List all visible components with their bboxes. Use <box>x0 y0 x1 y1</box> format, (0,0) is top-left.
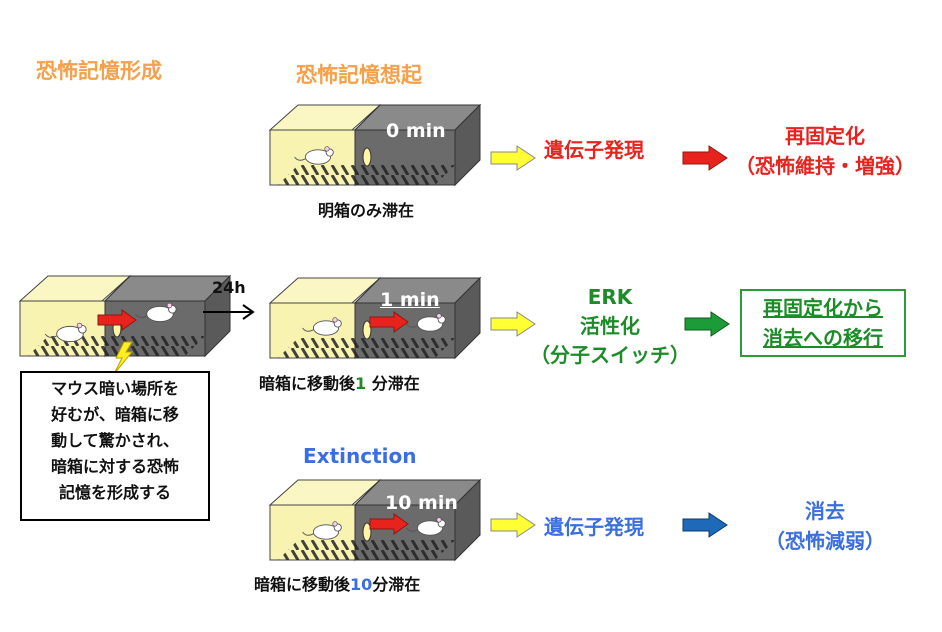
arrow-yellow-row1 <box>490 145 536 171</box>
transition-line-2: 消去への移行 <box>763 326 883 350</box>
shuttle-box-row1 <box>269 104 481 186</box>
activation-label: 活性化 <box>580 314 640 338</box>
note-line-2: 好むが、暗箱に移 <box>51 405 179 424</box>
erk-label: ERK <box>587 285 633 309</box>
formation-heading: 恐怖記憶形成 <box>36 59 162 83</box>
time-label-row2: 1 min <box>380 289 440 311</box>
extinction-label: Extinction <box>303 444 417 468</box>
caption-row3-prefix: 暗箱に移動後 <box>254 575 351 594</box>
fear-maintain-label: （恐怖維持・増強） <box>735 154 915 178</box>
caption-row3: 暗箱に移動後10分滞在 <box>254 571 420 595</box>
arrow-blue-row3 <box>682 512 728 538</box>
shuttle-box-row2 <box>269 277 481 359</box>
arrow-green-row2 <box>684 311 730 337</box>
transition-line-1: 再固定化から <box>763 296 883 320</box>
note-line-5: 記憶を形成する <box>58 483 171 502</box>
training-note: マウス暗い場所を 好むが、暗箱に移 動して驚かされ、 暗箱に対する恐怖 記憶を形… <box>20 371 210 521</box>
time-label-row1: 0 min <box>386 120 446 142</box>
note-line-1: マウス暗い場所を <box>50 379 179 398</box>
reconsolidation-outcome: 再固定化 （恐怖維持・増強） <box>720 121 930 181</box>
caption-row3-suffix: 分滞在 <box>372 575 421 594</box>
caption-row1: 明箱のみ滞在 <box>318 201 415 220</box>
note-line-4: 暗箱に対する恐怖 <box>50 457 179 476</box>
reconsolidation-label: 再固定化 <box>785 124 865 148</box>
arrow-red-row1 <box>682 145 728 171</box>
caption-row2-suffix: 分滞在 <box>366 374 420 393</box>
caption-row2-prefix: 暗箱に移動後 <box>259 374 356 393</box>
fear-attenuation-label: （恐怖減弱） <box>765 529 885 553</box>
molecular-switch-label: （分子スイッチ） <box>530 343 690 367</box>
gene-expression-row1: 遺伝子発現 <box>544 138 644 162</box>
time-label-row3: 10 min <box>385 492 458 514</box>
arrow-yellow-row3 <box>490 512 536 538</box>
caption-row3-number: 10 <box>350 575 373 594</box>
erk-activation: ERK 活性化 （分子スイッチ） <box>530 283 690 370</box>
caption-row2: 暗箱に移動後1 分滞在 <box>259 370 420 394</box>
extinction-outcome: 消去 （恐怖減弱） <box>740 496 910 556</box>
delay-arrow <box>203 304 255 320</box>
extinction-result-label: 消去 <box>805 499 845 523</box>
delay-label: 24h <box>212 278 246 297</box>
caption-row2-number: 1 <box>355 374 367 393</box>
shuttle-box-training <box>19 275 231 375</box>
note-line-3: 動して驚かされ、 <box>51 431 179 450</box>
transition-box: 再固定化から 消去への移行 <box>740 289 906 357</box>
gene-expression-row3: 遺伝子発現 <box>544 515 644 539</box>
recall-heading: 恐怖記憶想起 <box>296 63 422 87</box>
